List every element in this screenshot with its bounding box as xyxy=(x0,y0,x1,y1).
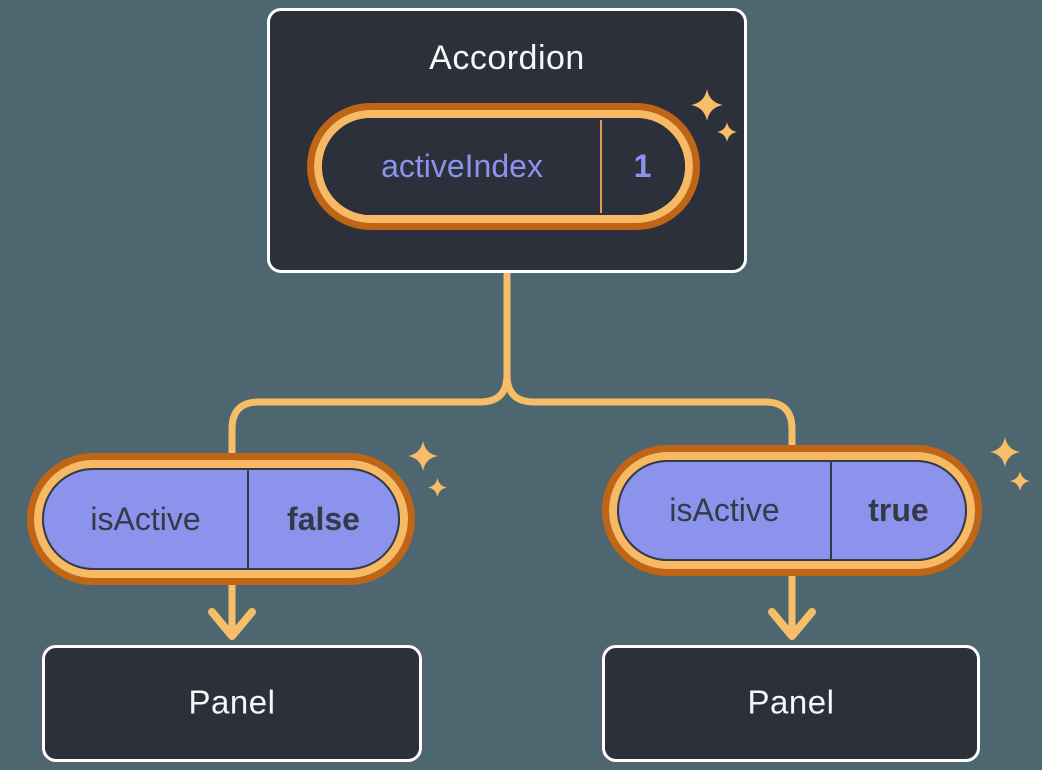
panel-box-right: Panel xyxy=(602,645,980,762)
sparkle-icon xyxy=(717,122,737,142)
connector-left-branch xyxy=(228,268,511,472)
panel-box-left: Panel xyxy=(42,645,422,762)
prop-pill-inner-ring: isActive false xyxy=(34,460,408,578)
state-pill-inner-ring: activeIndex 1 xyxy=(314,110,693,223)
active-index-state-pill: activeIndex 1 xyxy=(307,103,700,230)
prop-pill-false: isActive false xyxy=(27,453,415,585)
accordion-title: Accordion xyxy=(429,39,585,77)
down-arrow-icon xyxy=(208,579,256,640)
sparkle-icon xyxy=(1010,471,1030,491)
sparkle-icon xyxy=(691,89,723,121)
panel-label: Panel xyxy=(747,682,835,720)
prop-value: false xyxy=(247,470,398,568)
prop-value: true xyxy=(830,462,965,559)
state-name-label: activeIndex xyxy=(381,148,543,184)
state-value: 1 xyxy=(600,120,683,213)
down-arrow-icon xyxy=(768,570,816,640)
connector-right-branch xyxy=(503,268,796,464)
prop-name-label: isActive xyxy=(90,500,201,537)
prop-pill-inner-ring: isActive true xyxy=(609,452,975,569)
sparkle-icon xyxy=(428,478,447,497)
sparkle-icon xyxy=(990,437,1020,467)
prop-name-label: isActive xyxy=(669,492,780,528)
panel-label: Panel xyxy=(188,682,276,720)
sparkle-icon xyxy=(408,441,438,471)
prop-pill-true: isActive true xyxy=(602,445,982,576)
